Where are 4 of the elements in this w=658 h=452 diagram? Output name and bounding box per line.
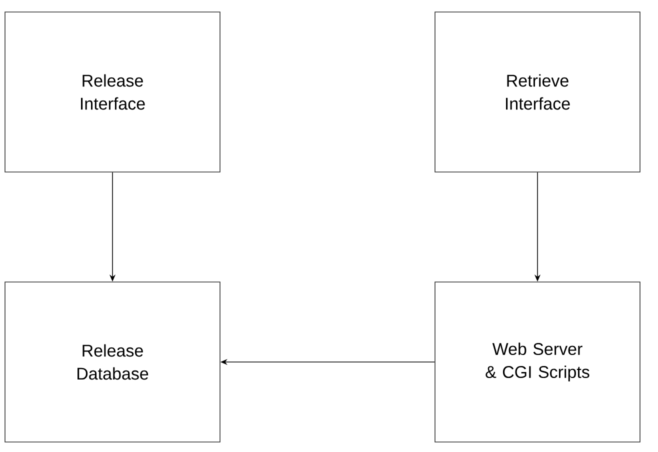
process-box: Web Server & CGI Scripts [434,282,640,442]
process-box: Retrieve Interface [434,12,640,172]
process-box: Release Interface [4,12,220,172]
process-box: Release Database [4,282,220,442]
